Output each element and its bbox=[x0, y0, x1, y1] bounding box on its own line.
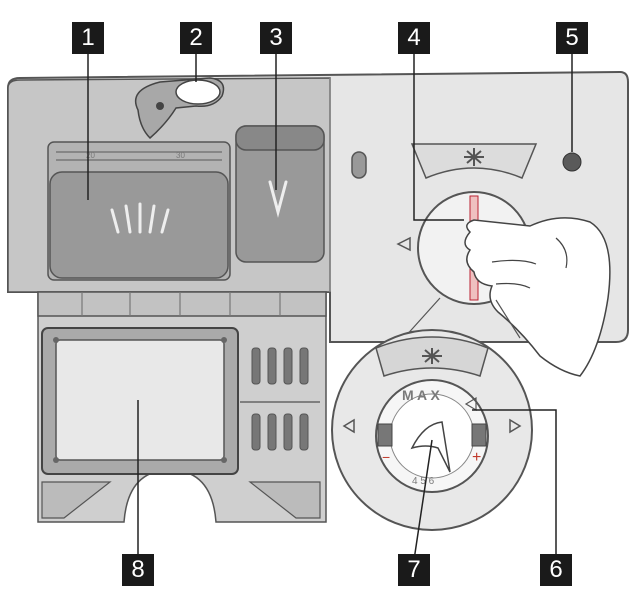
lid-area-part bbox=[37, 291, 327, 523]
plus-marking: + bbox=[472, 449, 481, 466]
selector-pointer bbox=[410, 421, 451, 473]
callout-7: 7 bbox=[398, 554, 430, 586]
zoom-line-right bbox=[495, 299, 521, 339]
callout-2: 2 bbox=[180, 22, 212, 54]
left-stop bbox=[377, 423, 393, 447]
detergent-compartment-part: 20 30 bbox=[47, 141, 231, 281]
callout-1: 1 bbox=[72, 22, 104, 54]
max-marking: M A X bbox=[402, 387, 441, 403]
zoom-line-left bbox=[403, 297, 441, 339]
measure-large-mark: 30 bbox=[176, 151, 185, 160]
indicator-light bbox=[562, 152, 582, 172]
callout-4: 4 bbox=[398, 22, 430, 54]
lid-latch-part bbox=[134, 77, 225, 140]
callout-8: 8 bbox=[122, 554, 154, 586]
scale-marking: 4 5 6 bbox=[412, 476, 435, 487]
right-stop bbox=[471, 423, 487, 447]
magnified-dial-part: M A X 4 5 6 − + bbox=[331, 329, 533, 531]
callout-5: 5 bbox=[556, 22, 588, 54]
leader-lines bbox=[87, 50, 573, 561]
minus-marking: − bbox=[382, 449, 390, 465]
callout-3: 3 bbox=[260, 22, 292, 54]
measure-small-mark: 20 bbox=[86, 151, 95, 160]
rinse-aid-compartment-part bbox=[235, 125, 325, 263]
callout-6: 6 bbox=[540, 554, 572, 586]
housing-slot bbox=[351, 151, 367, 179]
hand-illustration bbox=[464, 217, 611, 377]
